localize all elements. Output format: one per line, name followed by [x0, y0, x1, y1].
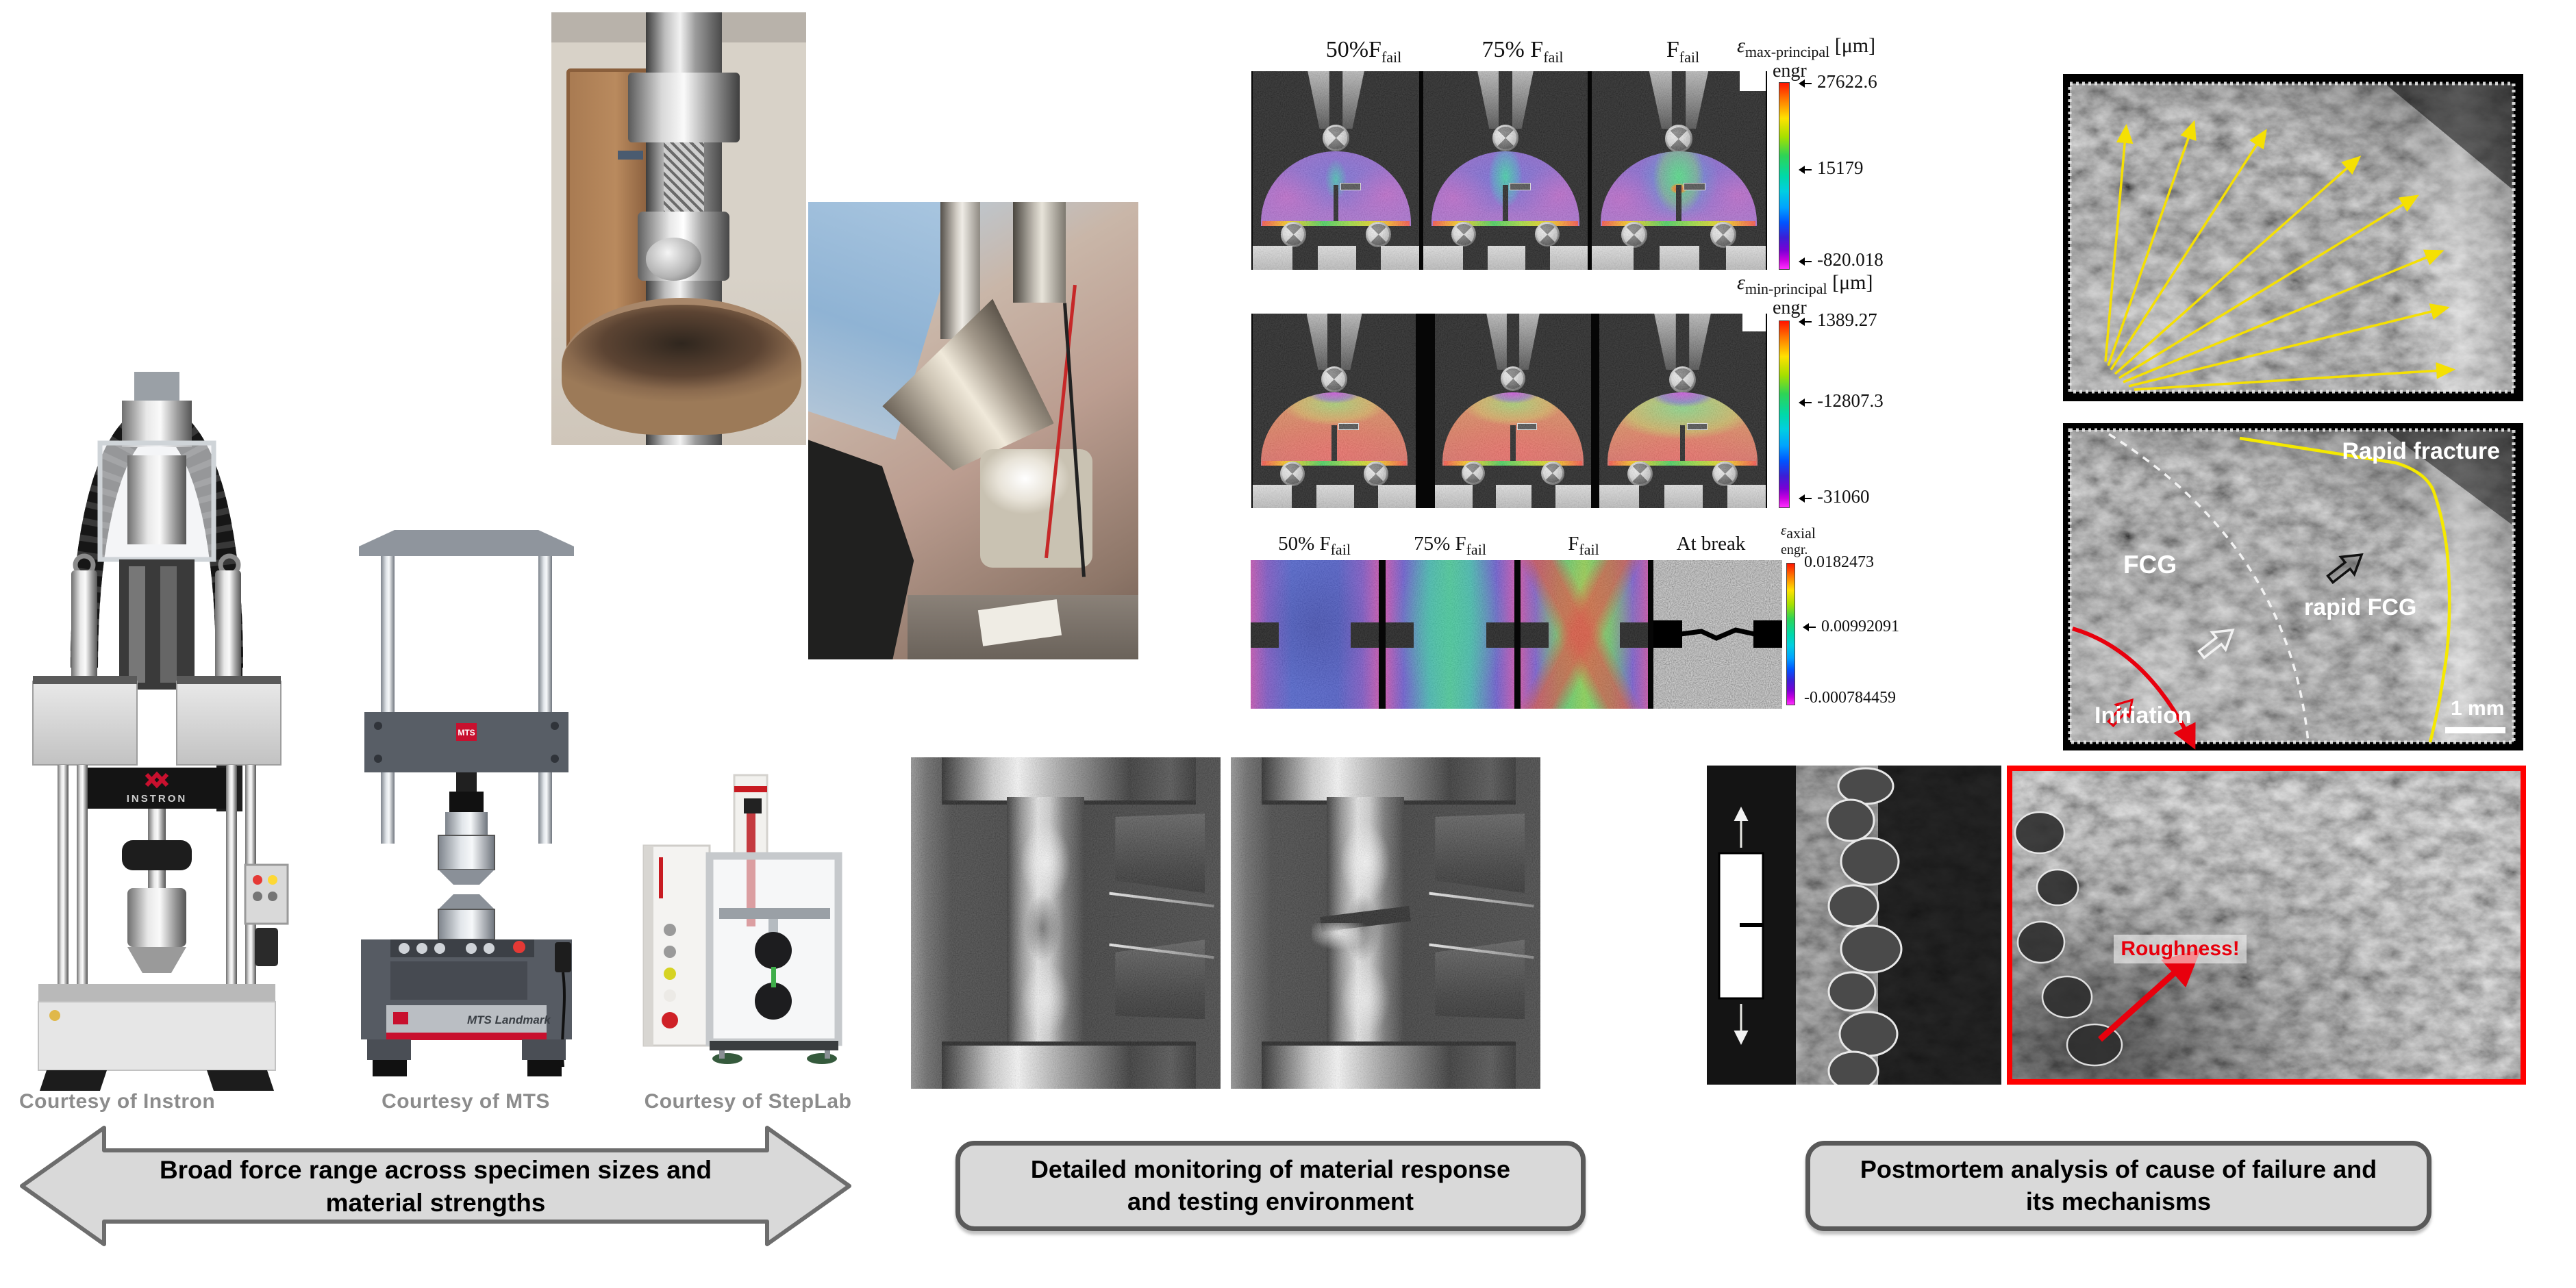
tick-arrow-icon	[1799, 494, 1812, 503]
colorbar	[1779, 82, 1790, 270]
scale-bar	[2445, 727, 2505, 733]
tick-arrow-icon	[1799, 398, 1812, 407]
roughness-label: Roughness!	[2114, 934, 2247, 963]
rapid-fracture-boundary	[2239, 436, 2451, 743]
control-box	[244, 863, 289, 925]
courtesy-instron-label: Courtesy of Instron	[19, 1090, 216, 1113]
dic-header: Ffail	[1568, 533, 1599, 558]
colorbar-tick: -0.000784459	[1804, 689, 1896, 707]
mts-logo-text: MTS	[458, 728, 475, 737]
callout-text-line: Broad force range across specimen sizes …	[159, 1156, 712, 1184]
double-arrow-shape	[20, 1126, 851, 1246]
dic-scale-title: εmax-principal [μm]	[1737, 34, 1876, 60]
fractograph-edge-profile	[1707, 766, 2001, 1085]
mts-logo-badge	[456, 723, 477, 741]
colorbar-tick: 0.00992091	[1803, 618, 1899, 636]
callout-text-line: Postmortem analysis of cause of failure …	[1860, 1155, 2377, 1184]
fractograph-roughness: Roughness!	[2007, 766, 2526, 1085]
equipment-photo-immersion-test	[551, 12, 806, 445]
initiation-boundary	[2072, 627, 2196, 750]
dic-header: At break	[1676, 533, 1746, 555]
rapid-fracture-label: Rapid fracture	[2342, 438, 2501, 464]
dic-header: Ffail	[1666, 37, 1700, 66]
dic-header: 75% Ffail	[1481, 37, 1564, 66]
courtesy-mts-label: Courtesy of MTS	[382, 1090, 550, 1113]
mts-landmark-band	[386, 1005, 547, 1033]
dic-header: 50% Ffail	[1278, 533, 1351, 558]
callout-text-line: its mechanisms	[2025, 1187, 2212, 1215]
colorbar-tick: 0.0182473	[1804, 553, 1874, 571]
colorbar-tick: 15179	[1799, 157, 1864, 179]
dic-scale-mode: engr	[1773, 297, 1807, 318]
initiation-label: Initiation	[2094, 703, 2192, 729]
fractograph-zones: Rapid fracture FCG rapid FCG Initiation …	[2063, 423, 2523, 750]
steplab-machine-photo	[632, 774, 847, 1075]
insulation-wrap	[979, 449, 1092, 568]
colorbar	[1779, 320, 1790, 508]
colorbar-tick: 27622.6	[1799, 71, 1877, 92]
lattice-specimen	[663, 142, 705, 220]
fcg-label: FCG	[2123, 551, 2177, 579]
mts-model-text: MTS Landmark	[467, 1013, 551, 1026]
callout-postmortem: Postmortem analysis of cause of failure …	[1805, 1141, 2431, 1231]
tick-arrow-icon	[1799, 79, 1812, 88]
equipment-photo-environment-chamber	[808, 202, 1138, 659]
colorbar-tick: -12807.3	[1799, 390, 1884, 412]
callout-force-range: Broad force range across specimen sizes …	[16, 1122, 855, 1250]
dic-header: 50%Ffail	[1325, 37, 1402, 66]
callout-text-line: and testing environment	[1127, 1187, 1414, 1215]
rough-edge-profile	[1826, 767, 1903, 1085]
operator-jacket	[808, 440, 914, 659]
steplab-control-cabinet	[642, 844, 711, 1047]
grip-photo-before	[911, 757, 1221, 1089]
fan-arrow-icons	[2104, 120, 2455, 391]
callout-monitoring: Detailed monitoring of material response…	[955, 1141, 1586, 1231]
dic-scale-mode: engr	[1773, 60, 1807, 81]
instron-logo-text: INSTRON	[127, 793, 188, 805]
mts-machine-photo: MTS MTS Landmark	[351, 526, 582, 1082]
loading-direction-schematic	[1718, 807, 1764, 1045]
fcg-boundary-dashed	[2108, 433, 2310, 743]
courtesy-steplab-label: Courtesy of StepLab	[644, 1090, 852, 1113]
dic-scale-mode: engr.	[1781, 542, 1808, 557]
tick-arrow-icon	[1799, 257, 1812, 266]
mts-crosshead	[364, 712, 568, 772]
instron-x-logo-icon	[145, 771, 169, 789]
colorbar-tick: -31060	[1799, 486, 1870, 507]
colorbar-tick: -820.018	[1799, 249, 1884, 270]
colorbar	[1786, 563, 1795, 705]
tick-arrow-icon	[1803, 623, 1816, 632]
dic-scale-title: εmin-principal [μm]	[1737, 271, 1873, 297]
fractograph-striations	[2063, 74, 2523, 401]
colorbar-tick: 1389.27	[1799, 310, 1877, 331]
crack-path	[1680, 627, 1755, 641]
scale-bar-label: 1 mm	[2451, 697, 2505, 720]
instron-machine-photo: INSTRON	[19, 298, 295, 1091]
tick-arrow-icon	[1799, 165, 1812, 174]
rapid-fcg-label: rapid FCG	[2304, 594, 2417, 620]
callout-text-line: material strengths	[325, 1189, 546, 1217]
grip-photo-after	[1231, 757, 1540, 1089]
dic-header: 75% Ffail	[1414, 533, 1486, 558]
steel-bowl	[561, 298, 801, 435]
dic-scale-title: εaxial	[1781, 522, 1816, 542]
callout-text-line: Detailed monitoring of material response	[1030, 1155, 1511, 1184]
tick-arrow-icon	[1799, 317, 1812, 326]
roughness-arrow-icon	[2097, 948, 2201, 1042]
